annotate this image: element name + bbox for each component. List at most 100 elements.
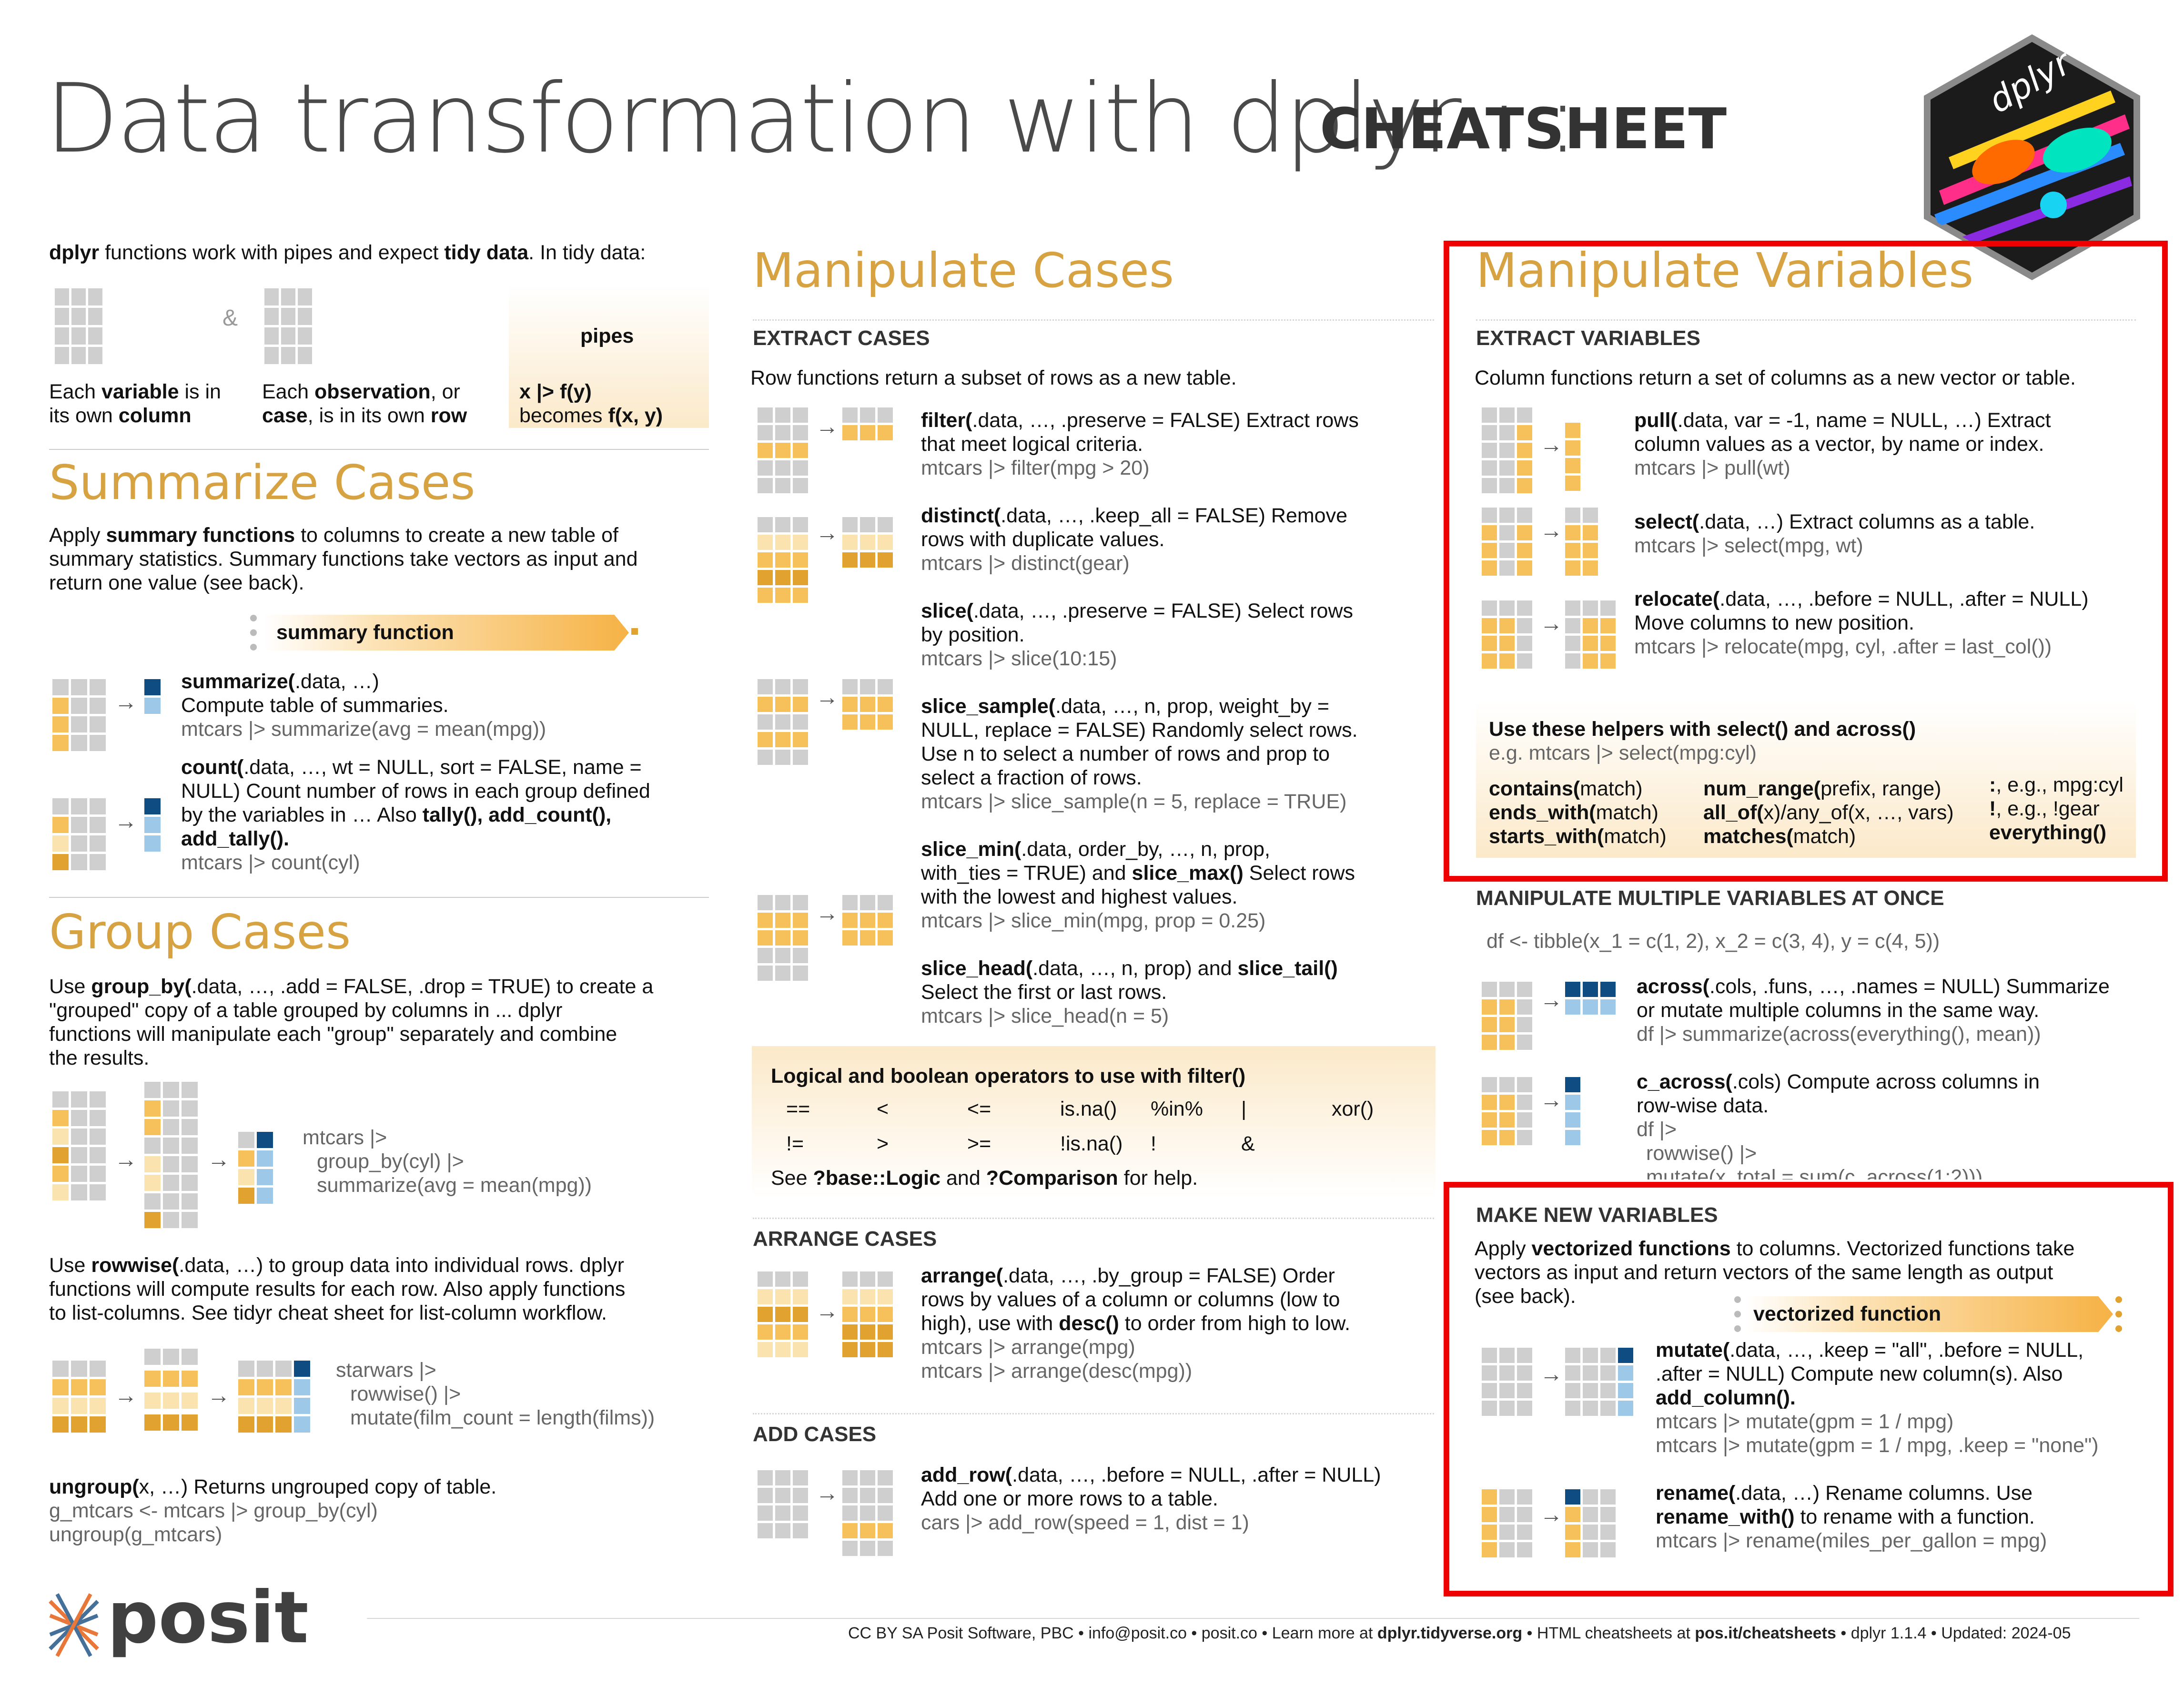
tidy-variable-icon bbox=[55, 288, 102, 364]
extract-variables-heading: EXTRACT VARIABLES bbox=[1476, 326, 1700, 350]
rowwise-input-table-icon bbox=[52, 1361, 106, 1433]
arrange-cases-heading: ARRANGE CASES bbox=[753, 1227, 937, 1251]
summarize-heading: Summarize Cases bbox=[49, 455, 475, 510]
vectorized-function-bar bbox=[1746, 1296, 2113, 1332]
helpers-title: Use these helpers with select() and acro… bbox=[1489, 718, 1916, 741]
add-row-entry: add_row(.data, …, .before = NULL, .after… bbox=[921, 1464, 1381, 1534]
dplyr-hex-logo: dplyr bbox=[1924, 34, 2140, 281]
group-by-desc: Use group_by(.data, …, .add = FALSE, .dr… bbox=[49, 975, 654, 1069]
add-row-input-icon bbox=[758, 1470, 808, 1538]
count-output-icon bbox=[144, 798, 161, 852]
rowwise-rows-icon bbox=[144, 1349, 198, 1431]
arrow-icon: → bbox=[816, 520, 839, 546]
group-summary-output-icon bbox=[238, 1132, 273, 1204]
across-entry: across(.cols, .funs, …, .names = NULL) S… bbox=[1637, 975, 2110, 1046]
arrow-icon: → bbox=[114, 1147, 137, 1172]
divider bbox=[753, 1218, 1434, 1219]
helpers-column-3: :, e.g., mpg:cyl !, e.g., !gear everythi… bbox=[1989, 773, 2123, 844]
filter-input-icon bbox=[758, 407, 808, 493]
arrange-output-icon bbox=[842, 1271, 893, 1357]
helpers-panel bbox=[1476, 701, 2136, 858]
slice-min-entry: slice_min(.data, order_by, …, n, prop, w… bbox=[921, 838, 1355, 932]
helpers-column-2: num_range(prefix, range) all_of(x)/any_o… bbox=[1703, 777, 1954, 848]
logic-help: See ?base::Logic and ?Comparison for hel… bbox=[771, 1167, 1198, 1190]
rename-output-icon bbox=[1565, 1489, 1616, 1557]
filter-output-icon bbox=[842, 407, 893, 440]
highlight-box-extract-variables bbox=[1444, 241, 2168, 882]
distinct-output-icon bbox=[842, 517, 893, 568]
footer-text: CC BY SA Posit Software, PBC • info@posi… bbox=[848, 1624, 2071, 1642]
logic-operators-panel bbox=[752, 1046, 1436, 1199]
summarize-input-table-icon bbox=[52, 679, 106, 751]
c-across-entry: c_across(.cols) Compute across columns i… bbox=[1637, 1070, 2040, 1180]
summary-function-label: summary function bbox=[276, 621, 454, 644]
pipes-panel bbox=[509, 285, 709, 428]
count-input-table-icon bbox=[52, 798, 106, 870]
group-input-table-icon bbox=[52, 1091, 106, 1200]
summarize-desc: Apply summary functions to columns to cr… bbox=[49, 524, 638, 594]
arrow-icon: → bbox=[816, 685, 839, 710]
tidy-variable-text: Each variable is in its own column bbox=[49, 380, 221, 427]
slice-sample-entry: slice_sample(.data, …, n, prop, weight_b… bbox=[921, 695, 1358, 813]
c-across-input-icon bbox=[1482, 1077, 1532, 1145]
divider bbox=[1476, 319, 2136, 321]
rowwise-desc: Use rowwise(.data, …) to group data into… bbox=[49, 1254, 626, 1324]
relocate-entry: relocate(.data, …, .before = NULL, .afte… bbox=[1634, 588, 2089, 658]
slice-sample-input-icon bbox=[758, 679, 808, 765]
divider bbox=[753, 1413, 1434, 1414]
arrow-icon: → bbox=[1540, 1088, 1563, 1113]
arrow-icon: → bbox=[114, 1383, 137, 1408]
arrow-icon: → bbox=[816, 414, 839, 439]
distinct-input-icon bbox=[758, 517, 808, 603]
relocate-input-icon bbox=[1482, 600, 1532, 669]
tidy-intro: dplyr functions work with pipes and expe… bbox=[49, 241, 646, 264]
vectorized-bar-end bbox=[2115, 1296, 2129, 1332]
arrow-icon: → bbox=[114, 809, 137, 834]
arrow-icon: → bbox=[1540, 518, 1563, 543]
summarize-entry: summarize(.data, …) Compute table of sum… bbox=[181, 670, 546, 741]
rowwise-output-icon bbox=[238, 1361, 310, 1433]
arrow-icon: → bbox=[207, 1383, 230, 1408]
tidy-observation-icon bbox=[264, 288, 312, 364]
c-across-output-icon bbox=[1565, 1077, 1580, 1145]
multi-variables-heading: MANIPULATE MULTIPLE VARIABLES AT ONCE bbox=[1476, 886, 1944, 910]
divider bbox=[753, 319, 1434, 321]
summary-bar-stub bbox=[250, 615, 263, 651]
make-new-variables-desc: Apply vectorized functions to columns. V… bbox=[1475, 1237, 2075, 1308]
ampersand: & bbox=[222, 305, 238, 331]
summary-function-bar bbox=[264, 615, 629, 651]
select-input-icon bbox=[1482, 508, 1532, 576]
divider bbox=[49, 449, 709, 450]
mutate-entry: mutate(.data, …, .keep = "all", .before … bbox=[1656, 1339, 2099, 1457]
pull-input-icon bbox=[1482, 407, 1532, 493]
across-input-icon bbox=[1482, 982, 1532, 1050]
arrow-icon: → bbox=[1540, 987, 1563, 1013]
ungroup-entry: ungroup(x, …) Returns ungrouped copy of … bbox=[49, 1475, 497, 1546]
footer-divider bbox=[367, 1618, 2139, 1619]
manipulate-cases-heading: Manipulate Cases bbox=[753, 243, 1174, 298]
slice-entry: slice(.data, …, .preserve = FALSE) Selec… bbox=[921, 600, 1354, 670]
grouped-tables-icon bbox=[144, 1082, 198, 1228]
manipulate-variables-heading: Manipulate Variables bbox=[1476, 243, 1974, 298]
distinct-entry: distinct(.data, …, .keep_all = FALSE) Re… bbox=[921, 504, 1348, 575]
operators-row-1: == < <= is.na() %in% | xor() bbox=[786, 1098, 1374, 1120]
mutate-output-icon bbox=[1565, 1348, 1633, 1416]
summarize-output-icon bbox=[144, 679, 161, 714]
extract-cases-heading: EXTRACT CASES bbox=[753, 326, 930, 350]
relocate-output-icon bbox=[1565, 600, 1616, 669]
pull-output-icon bbox=[1565, 423, 1580, 491]
summary-bar-dot bbox=[631, 628, 638, 635]
pipes-title: pipes bbox=[580, 325, 634, 347]
operators-row-2: != > >= !is.na() ! & bbox=[786, 1132, 1255, 1155]
slice-min-input-icon bbox=[758, 895, 808, 981]
arrow-icon: → bbox=[207, 1147, 230, 1172]
extract-variables-desc: Column functions return a set of columns… bbox=[1475, 366, 2076, 389]
posit-logo-icon bbox=[49, 1593, 99, 1657]
select-entry: select(.data, …) Extract columns as a ta… bbox=[1634, 510, 2035, 557]
filter-entry: filter(.data, …, .preserve = FALSE) Extr… bbox=[921, 409, 1359, 479]
helpers-column-1: contains(match) ends_with(match) starts_… bbox=[1489, 777, 1667, 848]
arrow-icon: → bbox=[816, 901, 839, 926]
add-row-output-icon bbox=[842, 1470, 893, 1556]
extract-cases-desc: Row functions return a subset of rows as… bbox=[750, 366, 1237, 389]
posit-brand: posit bbox=[107, 1576, 309, 1659]
